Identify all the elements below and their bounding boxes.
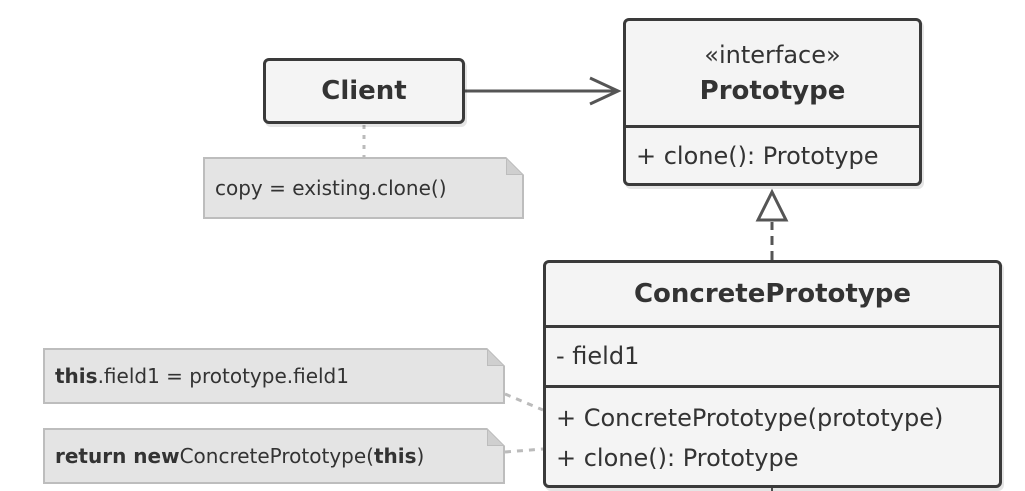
concrete-operation-constructor: + ConcretePrototype(prototype) (556, 404, 944, 432)
note-fold-icon (487, 428, 505, 446)
client-class-name: Client (321, 76, 407, 106)
clone-note-keyword: return new (55, 444, 180, 468)
concrete-prototype-class: ConcretePrototype - field1 + ConcretePro… (543, 260, 1002, 488)
clone-note: return new ConcretePrototype(this) (43, 428, 505, 484)
constructor-note-keyword: this (55, 364, 98, 388)
clone-note-arg: this (373, 444, 417, 468)
constructor-note-anchor (504, 392, 544, 412)
constructor-note: this.field1 = prototype.field1 (43, 348, 505, 404)
client-class: Client (263, 58, 465, 124)
association-arrowhead (589, 76, 622, 106)
clone-note-anchor (504, 447, 544, 454)
concrete-header: ConcretePrototype (546, 263, 999, 328)
note-fold-icon (506, 157, 524, 175)
prototype-interface: «interface» Prototype + clone(): Prototy… (623, 18, 922, 186)
prototype-stereotype: «interface» (704, 41, 841, 69)
concrete-operations: + ConcretePrototype(prototype) + clone()… (546, 388, 999, 478)
client-note-text: copy = existing.clone() (215, 176, 447, 200)
note-fold-icon (487, 348, 505, 366)
concrete-name: ConcretePrototype (633, 279, 912, 309)
prototype-name: Prototype (699, 76, 846, 106)
concrete-fields: - field1 (546, 328, 999, 388)
prototype-operation-clone: + clone(): Prototype (636, 142, 879, 170)
prototype-operations: + clone(): Prototype (626, 128, 919, 170)
clone-note-middle: ConcretePrototype( (179, 444, 374, 468)
client-note: copy = existing.clone() (203, 157, 524, 219)
clone-note-end: ) (416, 444, 425, 468)
concrete-operation-clone: + clone(): Prototype (556, 444, 799, 472)
prototype-header: «interface» Prototype (626, 21, 919, 128)
concrete-field-field1: - field1 (556, 342, 640, 370)
constructor-note-text: .field1 = prototype.field1 (97, 364, 349, 388)
realization-arrowhead (755, 188, 789, 222)
